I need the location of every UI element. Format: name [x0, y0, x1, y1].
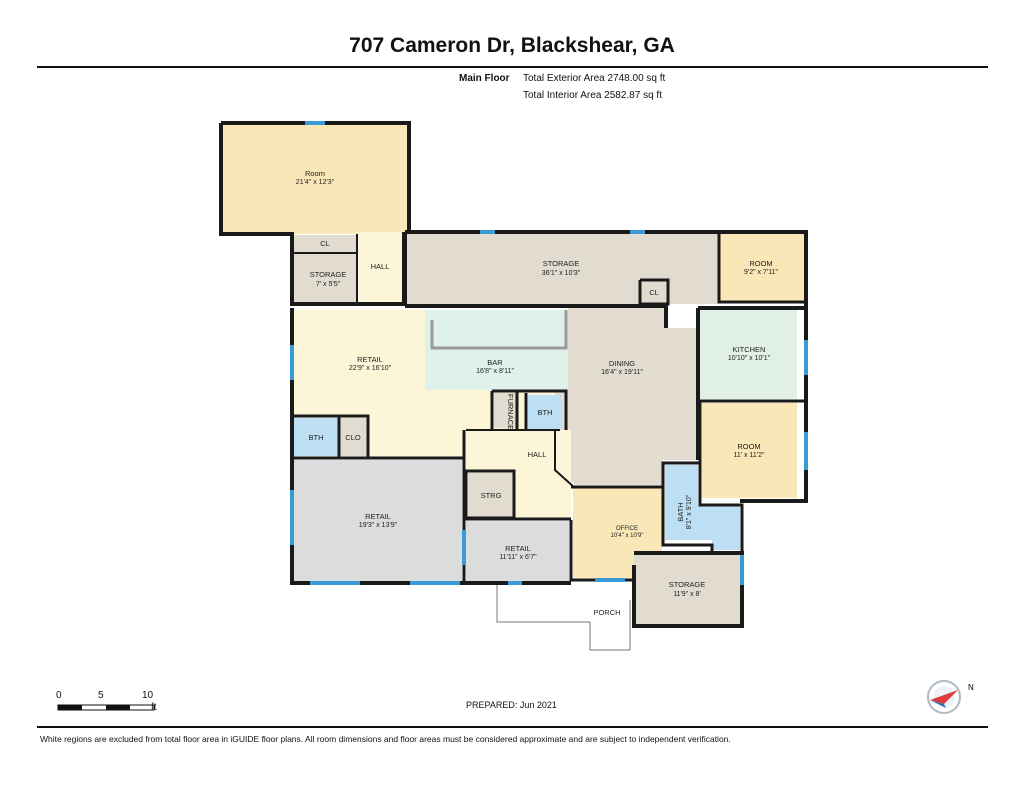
property-title: 707 Cameron Dr, Blackshear, GA	[349, 34, 675, 57]
kitchen-dims: 10'10" x 10'1"	[728, 355, 771, 362]
dining-name: DINING	[609, 359, 635, 368]
hall-upper-name: HALL	[371, 262, 390, 271]
bth-small-fill	[528, 395, 562, 430]
furnace-fill	[494, 393, 516, 428]
bar-dims: 16'8" x 8'11"	[476, 368, 514, 375]
room-top-fill	[221, 123, 409, 234]
strg-name: STRG	[481, 491, 502, 500]
room-top-dims: 21'4" x 12'3"	[296, 179, 335, 186]
retail-lower-fill	[294, 460, 462, 581]
north-label: N	[968, 683, 974, 692]
retail-small-dims: 11'11" x 6'7"	[499, 554, 537, 561]
clo-fill	[340, 418, 368, 456]
header-divider	[37, 66, 988, 68]
storage-large-fill	[405, 232, 718, 304]
scale-unit: ft	[151, 702, 157, 713]
clo-name: CLO	[345, 433, 361, 442]
room-right-name: ROOM	[749, 259, 772, 268]
retail-lower-name: RETAIL	[365, 512, 391, 521]
walls	[219, 121, 808, 628]
room-right-fill	[720, 232, 804, 301]
retail-small-name: RETAIL	[505, 544, 531, 553]
bath-name: BATH	[676, 502, 685, 521]
bth-small-name: BTH	[538, 408, 553, 417]
scale-label-0: 0	[56, 690, 62, 701]
storage-bottom-dims: 11'9" x 8'	[673, 591, 701, 598]
room-mid-dims: 11' x 11'2"	[734, 452, 765, 459]
porch-outline	[496, 585, 631, 651]
dining-fill	[555, 308, 698, 485]
bath-dims: 8'1" x 9'10"	[686, 494, 693, 529]
bth-left-fill	[294, 418, 338, 456]
storage-large-name: STORAGE	[543, 259, 580, 268]
room-right-dims: 9'2" x 7'11"	[744, 269, 778, 276]
cl-upper-fill	[294, 235, 356, 253]
office-dims: 10'4" x 10'9"	[611, 533, 644, 539]
hall-lower-name: HALL	[528, 450, 547, 459]
bar-name: BAR	[487, 358, 503, 367]
kitchen-name: KITCHEN	[733, 345, 766, 354]
bar-counter	[430, 310, 568, 350]
furnace-name: FURNACE	[506, 394, 515, 430]
north-arrow-icon: N	[927, 680, 974, 714]
porch-name: PORCH	[593, 608, 620, 617]
storage-bottom-name: STORAGE	[669, 580, 706, 589]
scale-bar	[57, 704, 155, 711]
room-mid-fill	[702, 403, 797, 498]
exterior-area: Total Exterior Area 2748.00 sq ft	[523, 73, 666, 84]
room-labels: Room 21'4" x 12'3" CL STORAGE 7' x 5'5" …	[296, 169, 779, 617]
bar-fill	[425, 310, 568, 390]
interior-area: Total Interior Area 2582.87 sq ft	[523, 90, 662, 101]
cl-storage-name: CL	[649, 288, 659, 297]
retail-small-fill	[466, 521, 569, 581]
disclaimer: White regions are excluded from total fl…	[40, 734, 731, 744]
hall-upper-fill	[357, 232, 403, 303]
room-top-name: Room	[305, 169, 325, 178]
storage-small-name: STORAGE	[310, 270, 347, 279]
office-name: OFFICE	[616, 526, 638, 532]
prepared-date: PREPARED: Jun 2021	[466, 700, 557, 710]
storage-small-fill	[294, 254, 356, 303]
footer-divider	[37, 726, 988, 728]
cl-upper-name: CL	[320, 239, 330, 248]
bth-left-name: BTH	[309, 433, 324, 442]
retail-main-dims: 22'9" x 16'10"	[349, 365, 392, 372]
strg-fill	[468, 473, 513, 517]
storage-large-dims: 36'1" x 10'3"	[542, 270, 581, 277]
cl-storage-fill	[640, 280, 668, 304]
retail-lower-dims: 19'3" x 13'9"	[359, 522, 398, 529]
retail-main-name: RETAIL	[357, 355, 383, 364]
scale-label-5: 5	[98, 690, 104, 701]
floor-label: Main Floor	[459, 73, 510, 84]
dining-dims: 16'4" x 19'11"	[601, 369, 643, 376]
room-mid-name: ROOM	[737, 442, 760, 451]
storage-bottom-fill	[634, 555, 740, 624]
bath-fill	[665, 465, 740, 550]
windows	[290, 121, 808, 585]
storage-small-dims: 7' x 5'5"	[316, 281, 341, 288]
kitchen-fill	[700, 310, 797, 399]
room-fills	[221, 123, 804, 624]
scale-label-10: 10	[142, 690, 154, 701]
